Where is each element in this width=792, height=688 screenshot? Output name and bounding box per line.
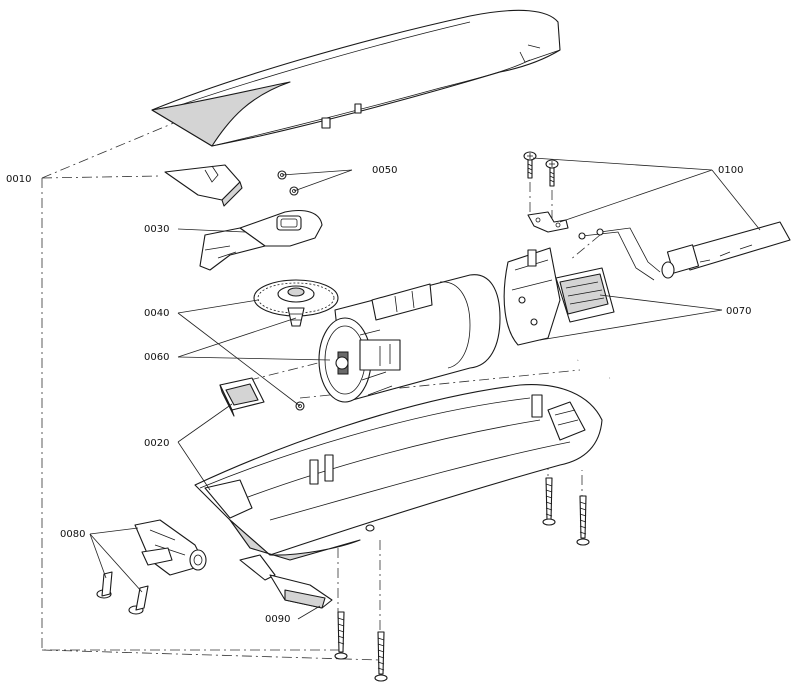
- callout-0050: 0050: [372, 165, 397, 176]
- callout-0030: 0030: [144, 224, 169, 235]
- lever-screw-1: [96, 571, 113, 599]
- motor: [318, 274, 501, 403]
- callout-0040: 0040: [144, 308, 169, 319]
- switch-block: [555, 267, 615, 323]
- callout-0100: 0100: [718, 165, 743, 176]
- callout-0070: 0070: [726, 306, 751, 317]
- lower-housing: [194, 384, 603, 561]
- bushing-block: [219, 377, 265, 417]
- blade-lever: [134, 519, 207, 576]
- leader-lines: [89, 157, 761, 620]
- cord-clamp: [527, 211, 569, 233]
- clamp-screw-2: [545, 159, 559, 187]
- lever-screw-2: [128, 585, 149, 615]
- switch-cover-plate: [164, 164, 243, 207]
- wire-loop: [576, 335, 644, 380]
- long-screw-1: [542, 477, 556, 526]
- switch-slider: [199, 209, 323, 271]
- callout-labels: 0010 0050 0100 0030 0040 0070 0060 0020 …: [6, 165, 751, 625]
- callout-0080: 0080: [60, 529, 85, 540]
- upper-housing: [151, 9, 561, 147]
- callout-0090: 0090: [265, 614, 290, 625]
- callout-0020: 0020: [144, 438, 169, 449]
- long-screw-3: [334, 611, 348, 660]
- long-screw-4: [374, 631, 388, 682]
- callout-0060: 0060: [144, 352, 169, 363]
- long-screw-2: [576, 495, 590, 546]
- callout-0010: 0010: [6, 174, 31, 185]
- clamp-screw-1: [523, 151, 537, 179]
- power-cord: [578, 221, 791, 281]
- adjust-lever: [239, 554, 333, 609]
- gear: [253, 279, 339, 327]
- motor-bracket: [503, 247, 561, 346]
